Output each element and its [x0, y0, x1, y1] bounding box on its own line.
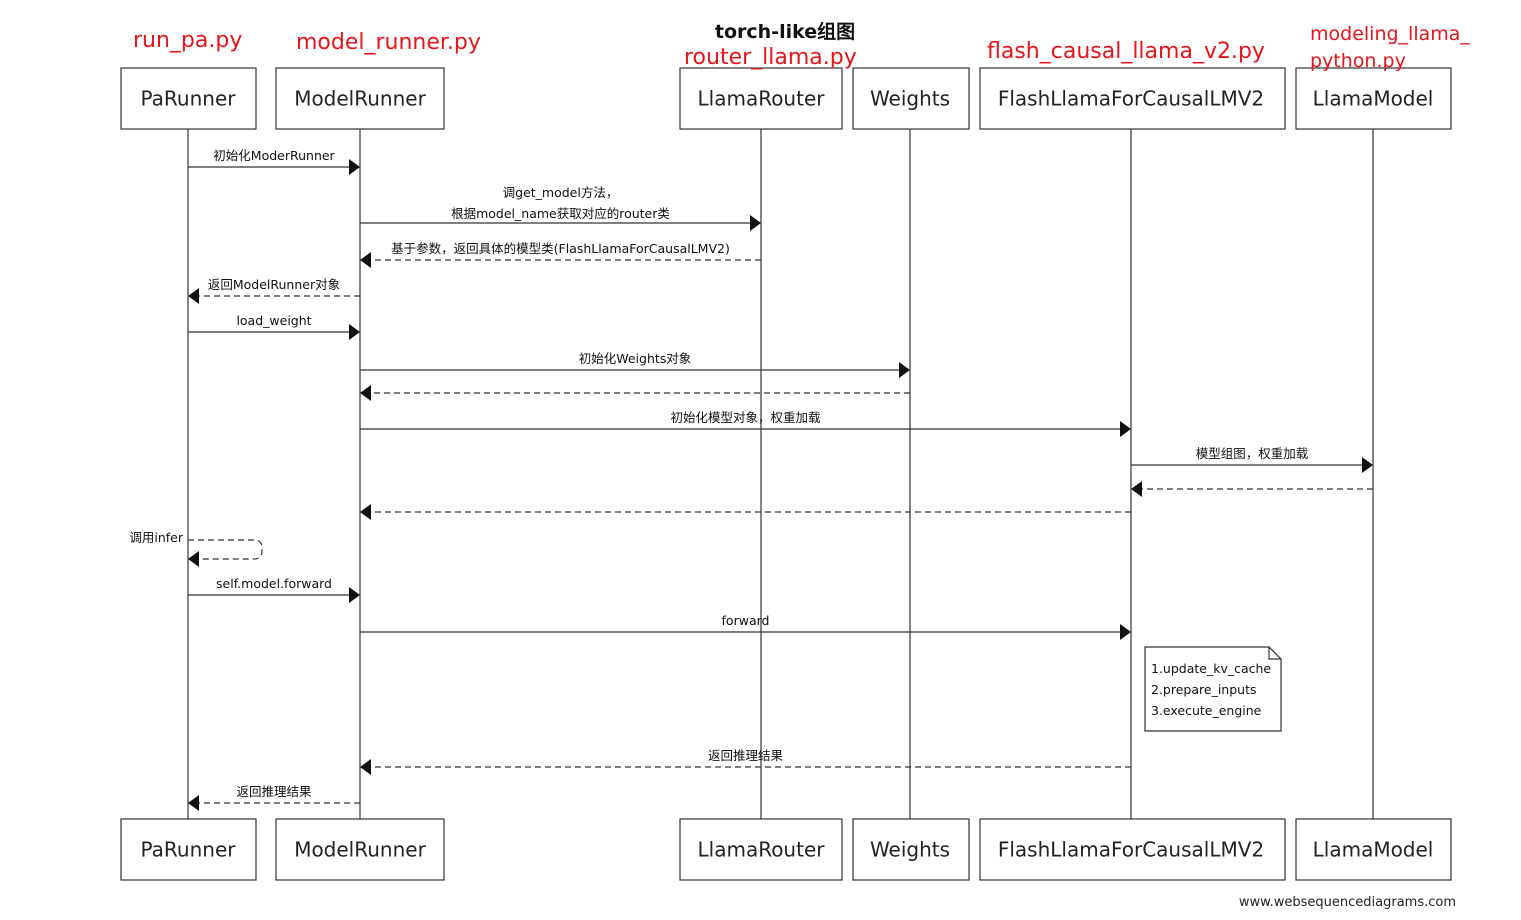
message-arrowhead-4: [349, 324, 360, 340]
participant-label-top-Weights: Weights: [870, 87, 950, 111]
message-arrowhead-7: [1120, 421, 1131, 437]
participant-box-top-LlamaModel: [1295, 67, 1452, 130]
diagram-title: torch-like组图: [715, 20, 855, 43]
message-label-0: 初始化ModerRunner: [213, 148, 335, 163]
note-line-1: 1.update_kv_cache: [1151, 661, 1271, 676]
participant-box-bottom-Weights: [852, 818, 970, 881]
participant-label-bottom-ModelRunner: ModelRunner: [294, 838, 426, 862]
message-arrowhead-10: [360, 504, 371, 520]
message-label-3: 返回ModelRunner对象: [208, 277, 340, 292]
message-arrowhead-2: [360, 252, 371, 268]
participant-box-bottom-LlamaModel: [1295, 818, 1452, 881]
message-arrowhead-12: [349, 587, 360, 603]
message-label-4: load_weight: [236, 313, 311, 328]
message-label-1-line-2: 根据model_name获取对应的router类: [451, 206, 670, 221]
self-message-line: [188, 539, 263, 560]
participant-label-bottom-LlamaRouter: LlamaRouter: [698, 838, 826, 862]
message-arrowhead-0: [349, 159, 360, 175]
self-message-label: 调用infer: [129, 530, 183, 545]
message-label-12: self.model.forward: [216, 576, 332, 591]
self-message-arrowhead: [188, 551, 199, 567]
note-line-3: 3.execute_engine: [1151, 703, 1262, 718]
participant-box-top-FlashLlamaForCausalLMV2: [979, 67, 1286, 130]
participant-label-top-PaRunner: PaRunner: [141, 87, 237, 111]
message-label-5: 初始化Weights对象: [579, 351, 692, 366]
file-label-0: run_pa.py: [133, 28, 242, 53]
file-label-1: model_runner.py: [296, 30, 481, 55]
participant-label-top-ModelRunner: ModelRunner: [294, 87, 426, 111]
participant-box-top-Weights: [852, 67, 970, 130]
message-arrowhead-14: [360, 759, 371, 775]
message-label-15: 返回推理结果: [236, 784, 312, 799]
message-label-7: 初始化模型对象，权重加载: [670, 410, 821, 425]
file-label-2: router_llama.py: [684, 45, 857, 70]
message-label-8: 模型组图，权重加载: [1196, 446, 1309, 461]
participant-box-bottom-ModelRunner: [275, 818, 445, 881]
message-arrowhead-15: [188, 795, 199, 811]
message-label-2: 基于参数，返回具体的模型类(FlashLlamaForCausalLMV2): [391, 241, 730, 256]
participant-box-bottom-LlamaRouter: [679, 818, 843, 881]
note-line-2: 2.prepare_inputs: [1151, 682, 1256, 697]
participant-label-top-FlashLlamaForCausalLMV2: FlashLlamaForCausalLMV2: [998, 87, 1264, 111]
message-arrowhead-6: [360, 385, 371, 401]
message-label-13: forward: [722, 613, 770, 628]
participant-label-bottom-LlamaModel: LlamaModel: [1313, 838, 1434, 862]
participant-label-top-LlamaRouter: LlamaRouter: [698, 87, 826, 111]
file-label-3: flash_causal_llama_v2.py: [987, 39, 1265, 64]
file-label-4-line-1: modeling_llama_: [1310, 23, 1470, 45]
message-arrowhead-3: [188, 288, 199, 304]
note-box: [1144, 646, 1282, 732]
message-arrowhead-9: [1131, 481, 1142, 497]
participant-box-top-ModelRunner: [275, 67, 445, 130]
participant-label-bottom-PaRunner: PaRunner: [141, 838, 237, 862]
message-arrowhead-1: [750, 215, 761, 231]
file-label-4-line-2: python.py: [1310, 50, 1406, 72]
message-arrowhead-5: [899, 362, 910, 378]
participant-box-bottom-PaRunner: [120, 818, 257, 881]
message-arrowhead-13: [1120, 624, 1131, 640]
participant-label-bottom-FlashLlamaForCausalLMV2: FlashLlamaForCausalLMV2: [998, 838, 1264, 862]
participant-box-top-PaRunner: [120, 67, 257, 130]
message-arrowhead-8: [1362, 457, 1373, 473]
participant-box-top-LlamaRouter: [679, 67, 843, 130]
participant-label-bottom-Weights: Weights: [870, 838, 950, 862]
note-fold: [1268, 647, 1281, 660]
footer-watermark: www.websequencediagrams.com: [1239, 895, 1456, 910]
participant-label-top-LlamaModel: LlamaModel: [1313, 87, 1434, 111]
message-label-1-line-1: 调get_model方法，: [503, 185, 619, 200]
message-label-14: 返回推理结果: [708, 748, 784, 763]
participant-box-bottom-FlashLlamaForCausalLMV2: [979, 818, 1286, 881]
